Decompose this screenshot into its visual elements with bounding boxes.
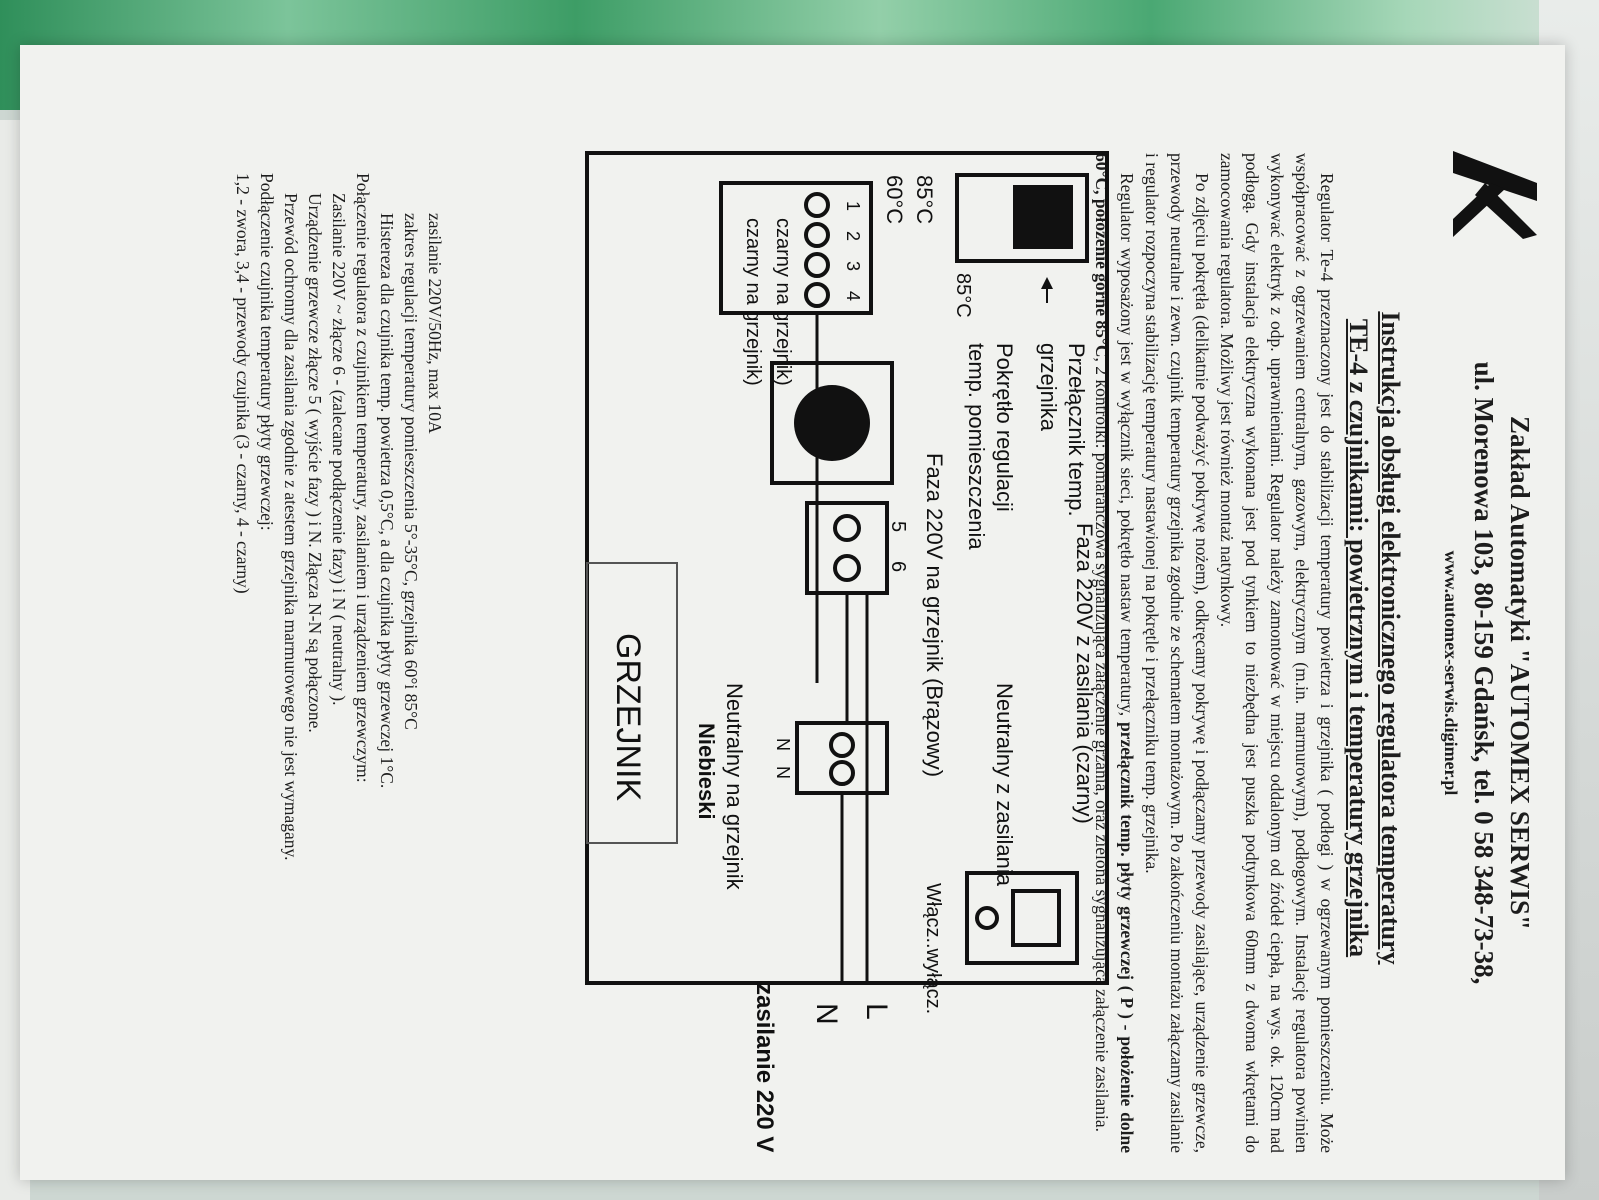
- phase-heater-label: Faza 220V na grzejnik (Brązowy): [922, 453, 947, 777]
- supply-voltage-label: zasilanie 220 V: [751, 983, 778, 1152]
- terminal-block-left: [719, 181, 873, 315]
- document-title: Instrukcja obsługi elektronicznego regul…: [1376, 311, 1405, 965]
- supply-l-label: L: [860, 1003, 893, 1020]
- knob-label-2: temp. pomieszczenia: [964, 343, 989, 550]
- phase-supply-label: Faza 220V z zasilania (czarny): [1072, 523, 1097, 824]
- company-address: ul. Morenowa 103, 80-159 Gdańsk, tel. 0 …: [1469, 361, 1499, 985]
- terminal-5-label: 5: [887, 521, 909, 532]
- heater-box: [586, 562, 678, 844]
- terminal-screw-icon: [804, 282, 830, 308]
- terminal-screw-icon: [804, 192, 830, 218]
- terminal-6-label: 6: [887, 561, 909, 572]
- terminal-number: 3: [843, 261, 863, 271]
- temp-low-label: 60°C: [882, 175, 907, 224]
- knob-icon: [794, 385, 870, 461]
- black-wire-label-2: czarny na grzejnik): [742, 218, 764, 386]
- terminal-screw-icon: [804, 222, 830, 248]
- terminal-number: 2: [843, 231, 863, 241]
- paragraph-purpose: Regulator Te-4 przeznaczony jest do stab…: [1217, 153, 1337, 1153]
- neutral-supply-label: Neutralny z zasilania: [992, 683, 1017, 887]
- spec-connection-title: Połączenie regulatora z czujnikiem tempe…: [353, 173, 373, 783]
- spec-connection-4: Podłączenie czujnika temperatury płyty g…: [257, 173, 277, 531]
- power-switch-rocker: [1011, 889, 1061, 947]
- spec-connection-2: Urządzenie grzewcze złącze 5 ( wyjście f…: [305, 193, 325, 733]
- terminal-number: 4: [843, 291, 863, 301]
- document-content: Zakład Automatyki "AUTOMEX SERWIS" ul. M…: [37, 83, 1557, 1193]
- terminal-screw-icon: [829, 732, 855, 758]
- temp-switch-body: [955, 173, 1089, 263]
- terminal-screw-icon: [833, 514, 861, 542]
- switch-label-1: Przełącznik temp.: [1064, 343, 1089, 517]
- company-website: www.automex-serwis.digimer.pl: [1441, 550, 1461, 796]
- instruction-body: Regulator Te-4 przeznaczony jest do stab…: [1089, 153, 1339, 1153]
- supply-n-label: N: [810, 1003, 843, 1025]
- document-header: Zakład Automatyki "AUTOMEX SERWIS" ul. M…: [1407, 83, 1557, 1193]
- knob-label-1: Pokrętło regulacji: [992, 343, 1017, 512]
- terminal-number: 1: [843, 201, 863, 211]
- paragraph-installation: Po zdjęciu pokrętła (delikatnie podważyć…: [1142, 153, 1212, 1153]
- spec-range: zakres regulacji temperatury pomieszczen…: [401, 213, 421, 730]
- switch-arrow-head: [1041, 277, 1053, 289]
- regulator-frame: [585, 151, 1109, 985]
- neutral-terminal-label: N: [773, 738, 793, 751]
- terminal-screw-icon: [833, 554, 861, 582]
- company-logo-icon: [1453, 151, 1537, 239]
- spec-connection-3: Przewód ochronny dla zasilania zgodnie z…: [281, 193, 301, 861]
- instruction-sheet: Zakład Automatyki "AUTOMEX SERWIS" ul. M…: [20, 45, 1565, 1180]
- power-switch-body: [965, 871, 1079, 965]
- temp-high-label-2: 85°C: [912, 175, 937, 224]
- heater-label: GRZEJNIK: [609, 633, 647, 801]
- knob-housing: [770, 361, 894, 485]
- spec-connection-5: 1,2 - zwora, 3,4 - przewody czujnika (3 …: [233, 173, 253, 594]
- terminal-screw-icon: [804, 252, 830, 278]
- company-name: Zakład Automatyki "AUTOMEX SERWIS": [1505, 416, 1535, 930]
- neutral-terminal-label: N: [773, 766, 793, 779]
- temp-high-label: 85°C: [952, 273, 974, 318]
- terminal-screw-icon: [829, 760, 855, 786]
- neutral-color-label: Niebieski: [694, 723, 719, 820]
- temp-switch-lever: [1013, 185, 1073, 249]
- on-off-label: Włącz..wyłącz.: [922, 883, 944, 1014]
- neutral-heater-label: Neutralny na grzejnik: [722, 683, 747, 891]
- spec-connection-1: Zasilanie 220V ~ złącze 6 - (zalecane po…: [329, 193, 349, 706]
- controls-text-pre: Regulator wyposażony jest w wyłącznik si…: [1117, 173, 1137, 722]
- black-wire-label-1: czarny na grzejnik): [772, 218, 794, 386]
- spec-hysteresis: Histereza dla czujnika temp. powietrza 0…: [377, 213, 397, 789]
- specifications: zasilanie 220V/50Hz, max 10A zakres regu…: [231, 173, 447, 1173]
- power-indicator-icon: [975, 906, 999, 930]
- spec-supply: zasilanie 220V/50Hz, max 10A: [425, 213, 445, 434]
- wiring-diagram: Przełącznik temp. grzejnika Pokrętło reg…: [585, 151, 1109, 1152]
- switch-label-2: grzejnika: [1036, 343, 1061, 432]
- document-subtitle: TE-4 z czujnikami: powietrznym i tempera…: [1344, 318, 1373, 958]
